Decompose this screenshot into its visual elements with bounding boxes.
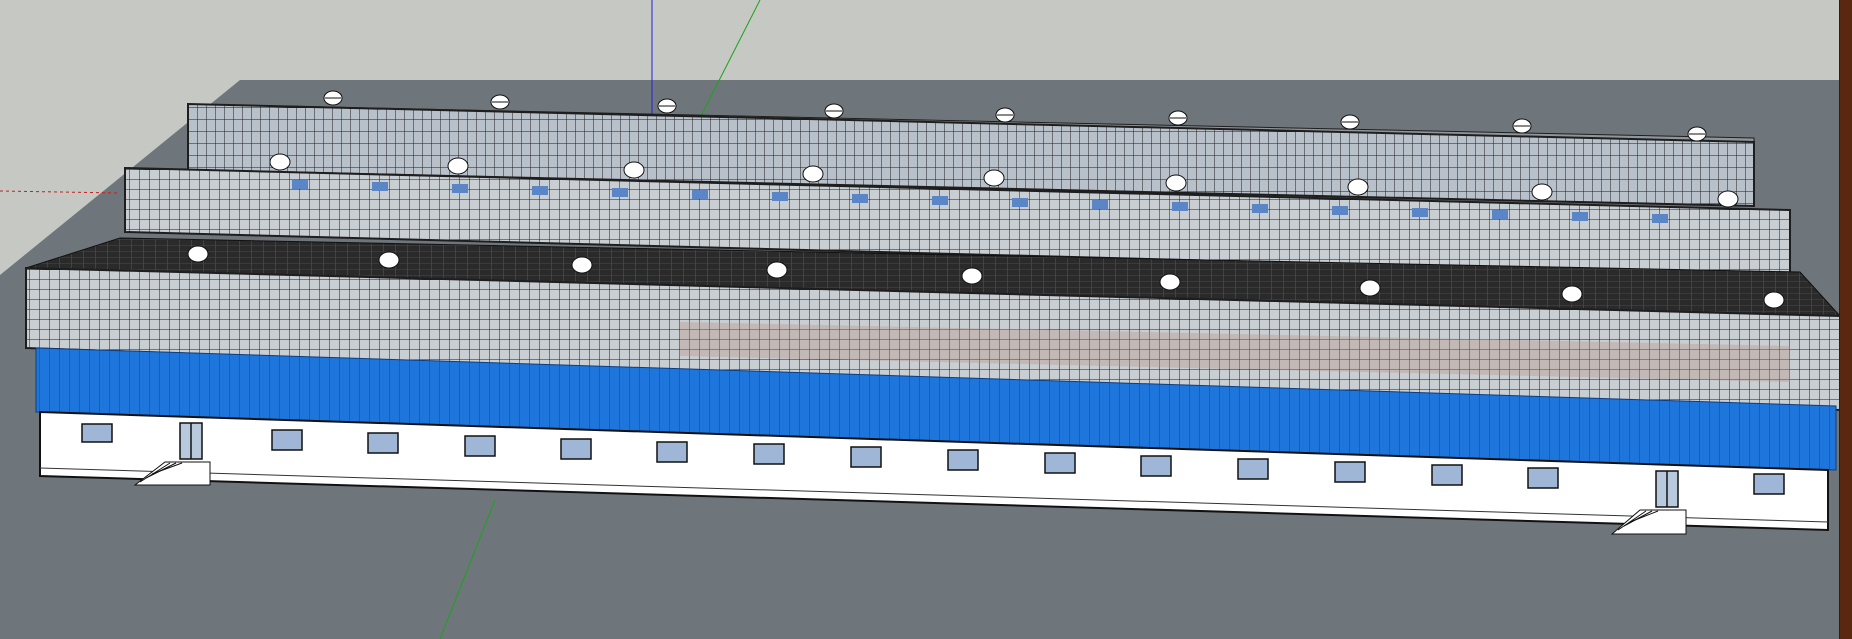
vent <box>1717 190 1739 208</box>
vent <box>490 94 510 110</box>
vent <box>571 256 593 274</box>
vent <box>1168 110 1188 126</box>
glass-reflection <box>680 322 1790 382</box>
stairs <box>133 461 1687 535</box>
blue-curtain-band <box>35 347 1837 471</box>
front-windows <box>81 423 1785 495</box>
vent <box>766 261 788 279</box>
red-axis <box>0 190 121 194</box>
vent <box>983 169 1005 187</box>
vent <box>995 107 1015 123</box>
green-axis-lower <box>439 499 496 639</box>
vent <box>269 153 291 171</box>
middle-wall-windows <box>292 180 1668 223</box>
vent <box>1159 273 1181 291</box>
vent <box>961 267 983 285</box>
vent <box>1561 285 1583 303</box>
vent <box>824 103 844 119</box>
side-panel-edge[interactable] <box>1839 0 1852 639</box>
roof-vents-middle <box>269 153 1739 208</box>
roof-vents-front <box>187 245 1785 309</box>
vent <box>447 157 469 175</box>
vent <box>1340 114 1360 130</box>
vent <box>623 161 645 179</box>
vent <box>187 245 209 263</box>
vent <box>1763 291 1785 309</box>
vent <box>1687 126 1707 142</box>
vent <box>1359 279 1381 297</box>
vent <box>1531 183 1553 201</box>
vent <box>323 90 343 106</box>
vent <box>1165 174 1187 192</box>
vent <box>1512 118 1532 134</box>
base-wall-line <box>39 467 1829 523</box>
green-axis <box>699 0 761 119</box>
vent <box>657 98 677 114</box>
vent <box>1347 178 1369 196</box>
doors <box>179 422 1679 508</box>
vent <box>802 165 824 183</box>
vent <box>378 251 400 269</box>
roof-vents-back <box>323 90 1707 142</box>
